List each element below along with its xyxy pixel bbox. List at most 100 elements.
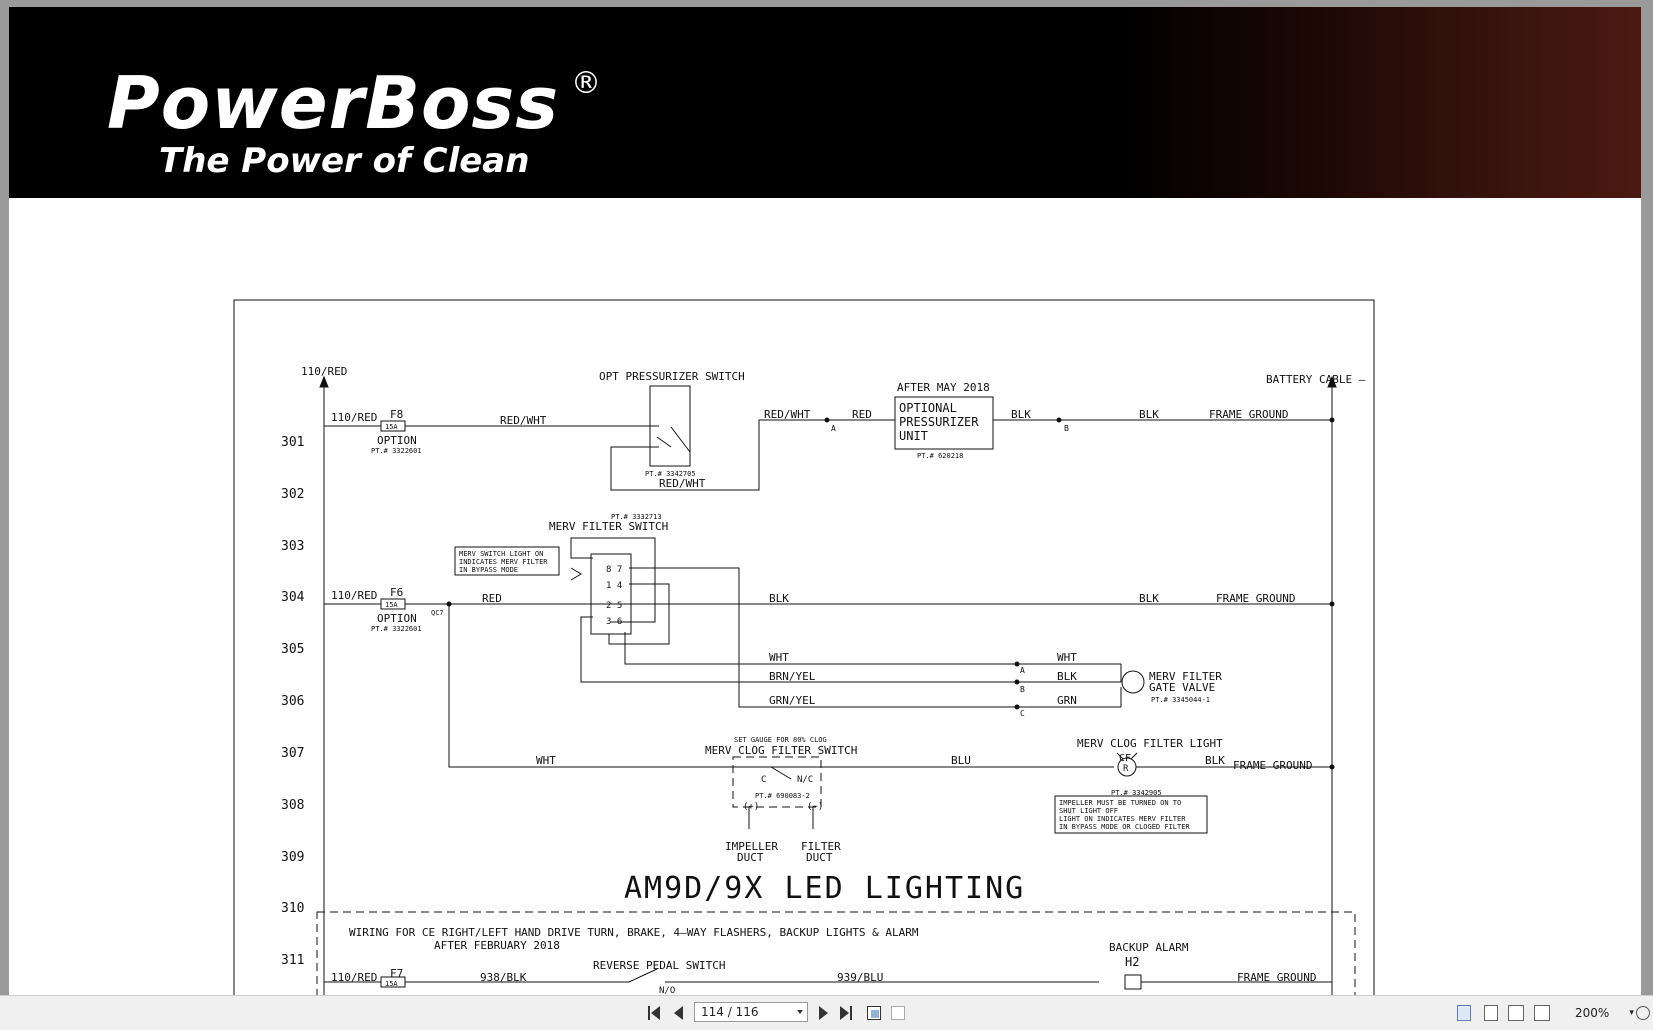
component-label: IMPELLER (725, 840, 778, 853)
rail-left-label: 110/RED (301, 365, 347, 378)
prev-page-icon[interactable] (670, 996, 686, 1030)
continuous-icon[interactable] (1484, 1005, 1498, 1021)
rotate-icon[interactable] (864, 996, 884, 1030)
wire-label: BLU (951, 754, 971, 767)
component-label: OPT PRESSURIZER SWITCH (599, 370, 745, 383)
port-label: (+) (743, 802, 759, 812)
note-text: SET GAUGE FOR 80% CLOG (734, 736, 827, 744)
wire-label: BLK (769, 592, 789, 605)
single-page-icon[interactable] (1457, 1005, 1471, 1021)
line-number: 309 (281, 850, 304, 865)
wire-label: 110/RED (331, 971, 377, 984)
connector-label: A (1020, 666, 1025, 675)
fuse-label: F6 (390, 586, 403, 599)
note-text: SHUT LIGHT OFF (1059, 807, 1118, 815)
wire-label: BLK (1057, 670, 1077, 683)
chevron-down-icon[interactable] (797, 1010, 803, 1014)
rail-right-label: BATTERY CABLE – (1266, 373, 1366, 386)
connector-label: C (1020, 709, 1025, 718)
component-label: MERV FILTER SWITCH (549, 520, 668, 533)
schematic-title: AM9D/9X LED LIGHTING (624, 871, 1025, 906)
fuse-label: F8 (390, 408, 403, 421)
wire-label: BLK (1139, 592, 1159, 605)
wire-label: BRN/YEL (769, 670, 816, 683)
ground-label: FRAME GROUND (1209, 408, 1288, 421)
fuse-rating: 15A (385, 423, 398, 431)
line-number: 302 (281, 487, 304, 502)
registered-mark: ® (571, 66, 601, 101)
zoom-value: 200% (1575, 1006, 1610, 1020)
connector-label: B (1020, 685, 1025, 694)
wire-label: 938/BLK (480, 971, 527, 984)
component-label: DUCT (737, 851, 764, 864)
switch-contact: 3 6 (606, 617, 622, 627)
component-label: MERV CLOG FILTER LIGHT (1077, 737, 1223, 750)
wire-label: WHT (536, 754, 556, 767)
line-number: 301 (281, 435, 304, 450)
zoom-level[interactable]: 200% ▾ (1575, 996, 1650, 1030)
ground-label: FRAME GROUND (1216, 592, 1295, 605)
document-page: PowerBoss ® The Power of Clean (9, 7, 1641, 995)
wire-label: BLK (1011, 408, 1031, 421)
fuse-label: F7 (390, 967, 403, 980)
chevron-down-icon[interactable]: ▾ (1629, 1008, 1634, 1018)
line-number: 306 (281, 694, 304, 709)
port-label: (−) (807, 802, 823, 812)
wire-label: RED (482, 592, 502, 605)
first-page-icon[interactable] (645, 996, 663, 1030)
rotate-alt-icon[interactable] (888, 996, 908, 1030)
section-note: AFTER FEBRUARY 2018 (434, 939, 560, 952)
wire-label: GRN/YEL (769, 694, 816, 707)
wire-label: RED/WHT (500, 414, 547, 427)
component-label: FILTER (801, 840, 841, 853)
line-number: 307 (281, 746, 304, 761)
switch-contact: 8 7 (606, 565, 622, 575)
component-label: OPTIONAL (899, 401, 957, 415)
switch-contact: C (761, 775, 766, 785)
wire-label: RED (852, 408, 872, 421)
part-number: PT.# 690083-2 (755, 792, 810, 800)
wiring-schematic: 301 302 303 304 305 306 307 308 309 310 … (233, 299, 1375, 995)
powerboss-banner: PowerBoss ® The Power of Clean (9, 7, 1641, 198)
component-label: GATE VALVE (1149, 681, 1215, 694)
zoom-out-icon[interactable] (1635, 1006, 1650, 1020)
page-number-input[interactable]: 114 / 116 (694, 1002, 808, 1022)
wire-label: 110/RED (331, 411, 377, 424)
component-label: UNIT (899, 429, 928, 443)
two-page-icon[interactable] (1508, 1005, 1524, 1021)
note-text: IN BYPASS MODE OR CLOGED FILTER (1059, 823, 1190, 831)
switch-contact: N/C (797, 775, 813, 785)
wire-label: 110/RED (331, 589, 377, 602)
lamp-label: CF (1119, 753, 1131, 764)
wire-label: GRN (1057, 694, 1077, 707)
wire-label: BLK (1139, 408, 1159, 421)
component-label: AFTER MAY 2018 (897, 381, 990, 394)
part-number: PT.# 3345044-1 (1151, 696, 1210, 704)
part-number: PT.# 620218 (917, 452, 963, 460)
connector-label: A (831, 424, 836, 433)
switch-contact: 2 5 (606, 601, 622, 611)
part-number: PT.# 3322601 (371, 447, 422, 455)
document-viewer[interactable]: PowerBoss ® The Power of Clean (0, 0, 1653, 995)
component-label: MERV FILTER (1149, 670, 1222, 683)
wire-label: WHT (769, 651, 789, 664)
two-page-continuous-icon[interactable] (1534, 1005, 1550, 1021)
lamp-label: R (1123, 764, 1129, 774)
note-text: IMPELLER MUST BE TURNED ON TO (1059, 799, 1181, 807)
part-number: PT.# 3342905 (1111, 789, 1162, 797)
component-label: PRESSURIZER (899, 415, 979, 429)
ground-label: FRAME GROUND (1237, 971, 1316, 984)
wire-label: RED/WHT (659, 477, 706, 490)
last-page-icon[interactable] (837, 996, 855, 1030)
line-number: 310 (281, 901, 304, 916)
viewer-toolbar: 114 / 116 200% ▾ (0, 995, 1653, 1030)
fuse-rating: 15A (385, 601, 398, 609)
component-label: H2 (1125, 955, 1139, 969)
connector-label: QC7 (431, 609, 444, 617)
switch-contact: 1 4 (606, 581, 622, 591)
section-note: WIRING FOR CE RIGHT/LEFT HAND DRIVE TURN… (349, 926, 919, 939)
page-number-value: 114 / 116 (701, 1005, 759, 1019)
component-label: REVERSE PEDAL SWITCH (593, 959, 725, 972)
part-number: PT.# 3322601 (371, 625, 422, 633)
next-page-icon[interactable] (815, 996, 831, 1030)
